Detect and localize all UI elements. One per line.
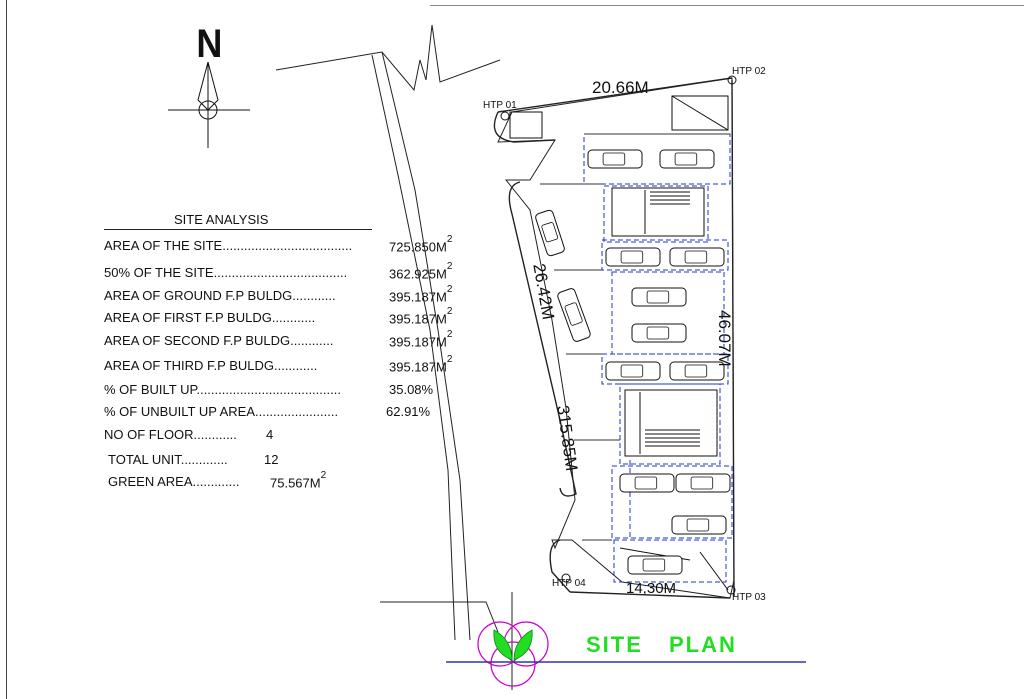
analysis-label: GREEN AREA............. (108, 474, 240, 489)
sheet-border-top (430, 5, 1024, 6)
analysis-value: 395.187M2 (389, 306, 453, 327)
analysis-value: 75.567M2 (270, 470, 327, 491)
site-boundary (497, 77, 735, 599)
parked-cars (535, 149, 731, 575)
north-arrow-icon (168, 61, 250, 148)
analysis-value: 725.850M2 (389, 234, 453, 255)
road-line-upper (275, 24, 501, 92)
htp04-marker (561, 573, 571, 583)
dimension-top: 20.66M (592, 78, 649, 97)
analysis-label: AREA OF THE SITE........................… (104, 238, 353, 253)
car-icon (535, 209, 565, 257)
plan-title: SITE PLAN (586, 632, 737, 657)
site-analysis-underline (104, 229, 372, 230)
htp01-marker (500, 111, 510, 121)
analysis-label: % OF UNBUILT UP AREA....................… (104, 404, 339, 419)
analysis-label: NO OF FLOOR............ (104, 427, 237, 442)
dimension-bottom: 14,30M (626, 580, 677, 597)
analysis-label: AREA OF FIRST F.P BULDG............ (104, 310, 316, 325)
car-icon (671, 515, 727, 535)
analysis-value: 35.08% (389, 382, 434, 397)
analysis-value: 62.91% (386, 404, 431, 419)
htp03-marker (726, 585, 736, 595)
analysis-value: 12 (264, 452, 279, 467)
htp02-label: HTP 02 (732, 66, 766, 77)
car-icon (627, 555, 683, 575)
htp03-label: HTP 03 (732, 592, 766, 603)
analysis-value: 4 (266, 427, 274, 442)
car-icon (557, 288, 591, 342)
htp02-marker (727, 75, 737, 85)
analysis-label: % OF BUILT UP...........................… (104, 382, 341, 397)
htp01-label: HTP 01 (483, 100, 517, 111)
car-icon (675, 473, 731, 493)
boundary-line-2 (381, 51, 471, 641)
car-icon (669, 247, 725, 267)
car-icon (631, 287, 687, 307)
analysis-label: AREA OF THIRD F.P BULDG............ (104, 358, 318, 373)
north-label: N (196, 22, 222, 66)
dimension-right: 46.07M (715, 310, 734, 367)
analysis-label: TOTAL UNIT............. (108, 452, 228, 467)
car-icon (605, 361, 661, 381)
sheet-border-left (6, 0, 7, 699)
car-icon (659, 149, 715, 169)
site-analysis-title: SITE ANALYSIS (174, 212, 269, 227)
road-line-lower (380, 601, 499, 633)
htp04-label: HTP 04 (552, 578, 586, 589)
car-icon (669, 361, 725, 381)
car-icon (631, 323, 687, 343)
analysis-value: 395.187M2 (389, 354, 453, 375)
car-icon (619, 473, 675, 493)
analysis-label: AREA OF SECOND F.P BULDG............ (104, 333, 334, 348)
stair-icon (509, 95, 729, 591)
analysis-label: 50% OF THE SITE.........................… (104, 265, 348, 280)
car-icon (605, 247, 661, 267)
logo-leaf-icon (477, 621, 549, 687)
boundary-line-1 (371, 54, 456, 641)
analysis-label: AREA OF GROUND F.P BULDG............ (104, 288, 336, 303)
car-icon (587, 149, 643, 169)
